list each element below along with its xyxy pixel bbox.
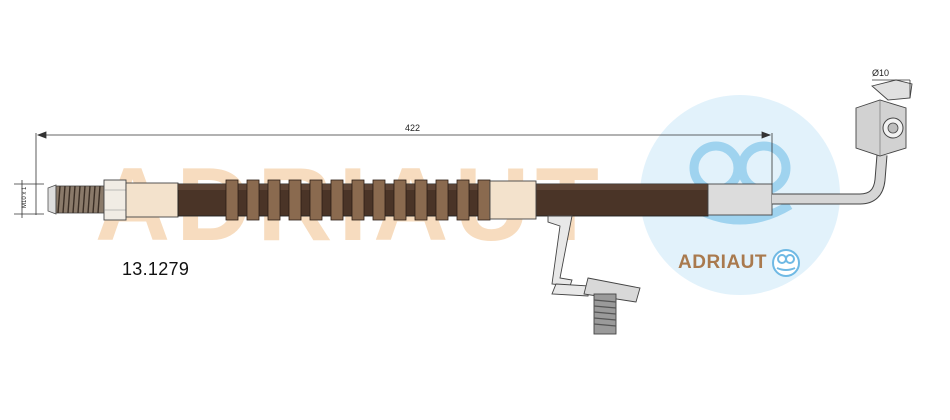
brand-logo-icon (772, 249, 800, 277)
mounting-bracket (547, 215, 591, 297)
bracket-bolt (583, 277, 641, 335)
diameter-dimension (872, 79, 911, 98)
left-thread-fitting (47, 179, 179, 221)
part-number: 13.1279 (122, 259, 190, 279)
length-label: 422 (405, 123, 420, 133)
thread-label: M10 x 1 (22, 186, 28, 208)
right-ferrule (707, 183, 773, 216)
brand-name: ADRIAUT (678, 252, 767, 273)
middle-sleeve (489, 180, 537, 220)
metal-tube (772, 154, 888, 205)
length-dimension (35, 131, 773, 215)
hose-ribs (225, 179, 491, 221)
banjo-fitting (855, 79, 913, 157)
thread-dimension (14, 180, 44, 218)
diameter-label: Ø10 (872, 68, 889, 78)
